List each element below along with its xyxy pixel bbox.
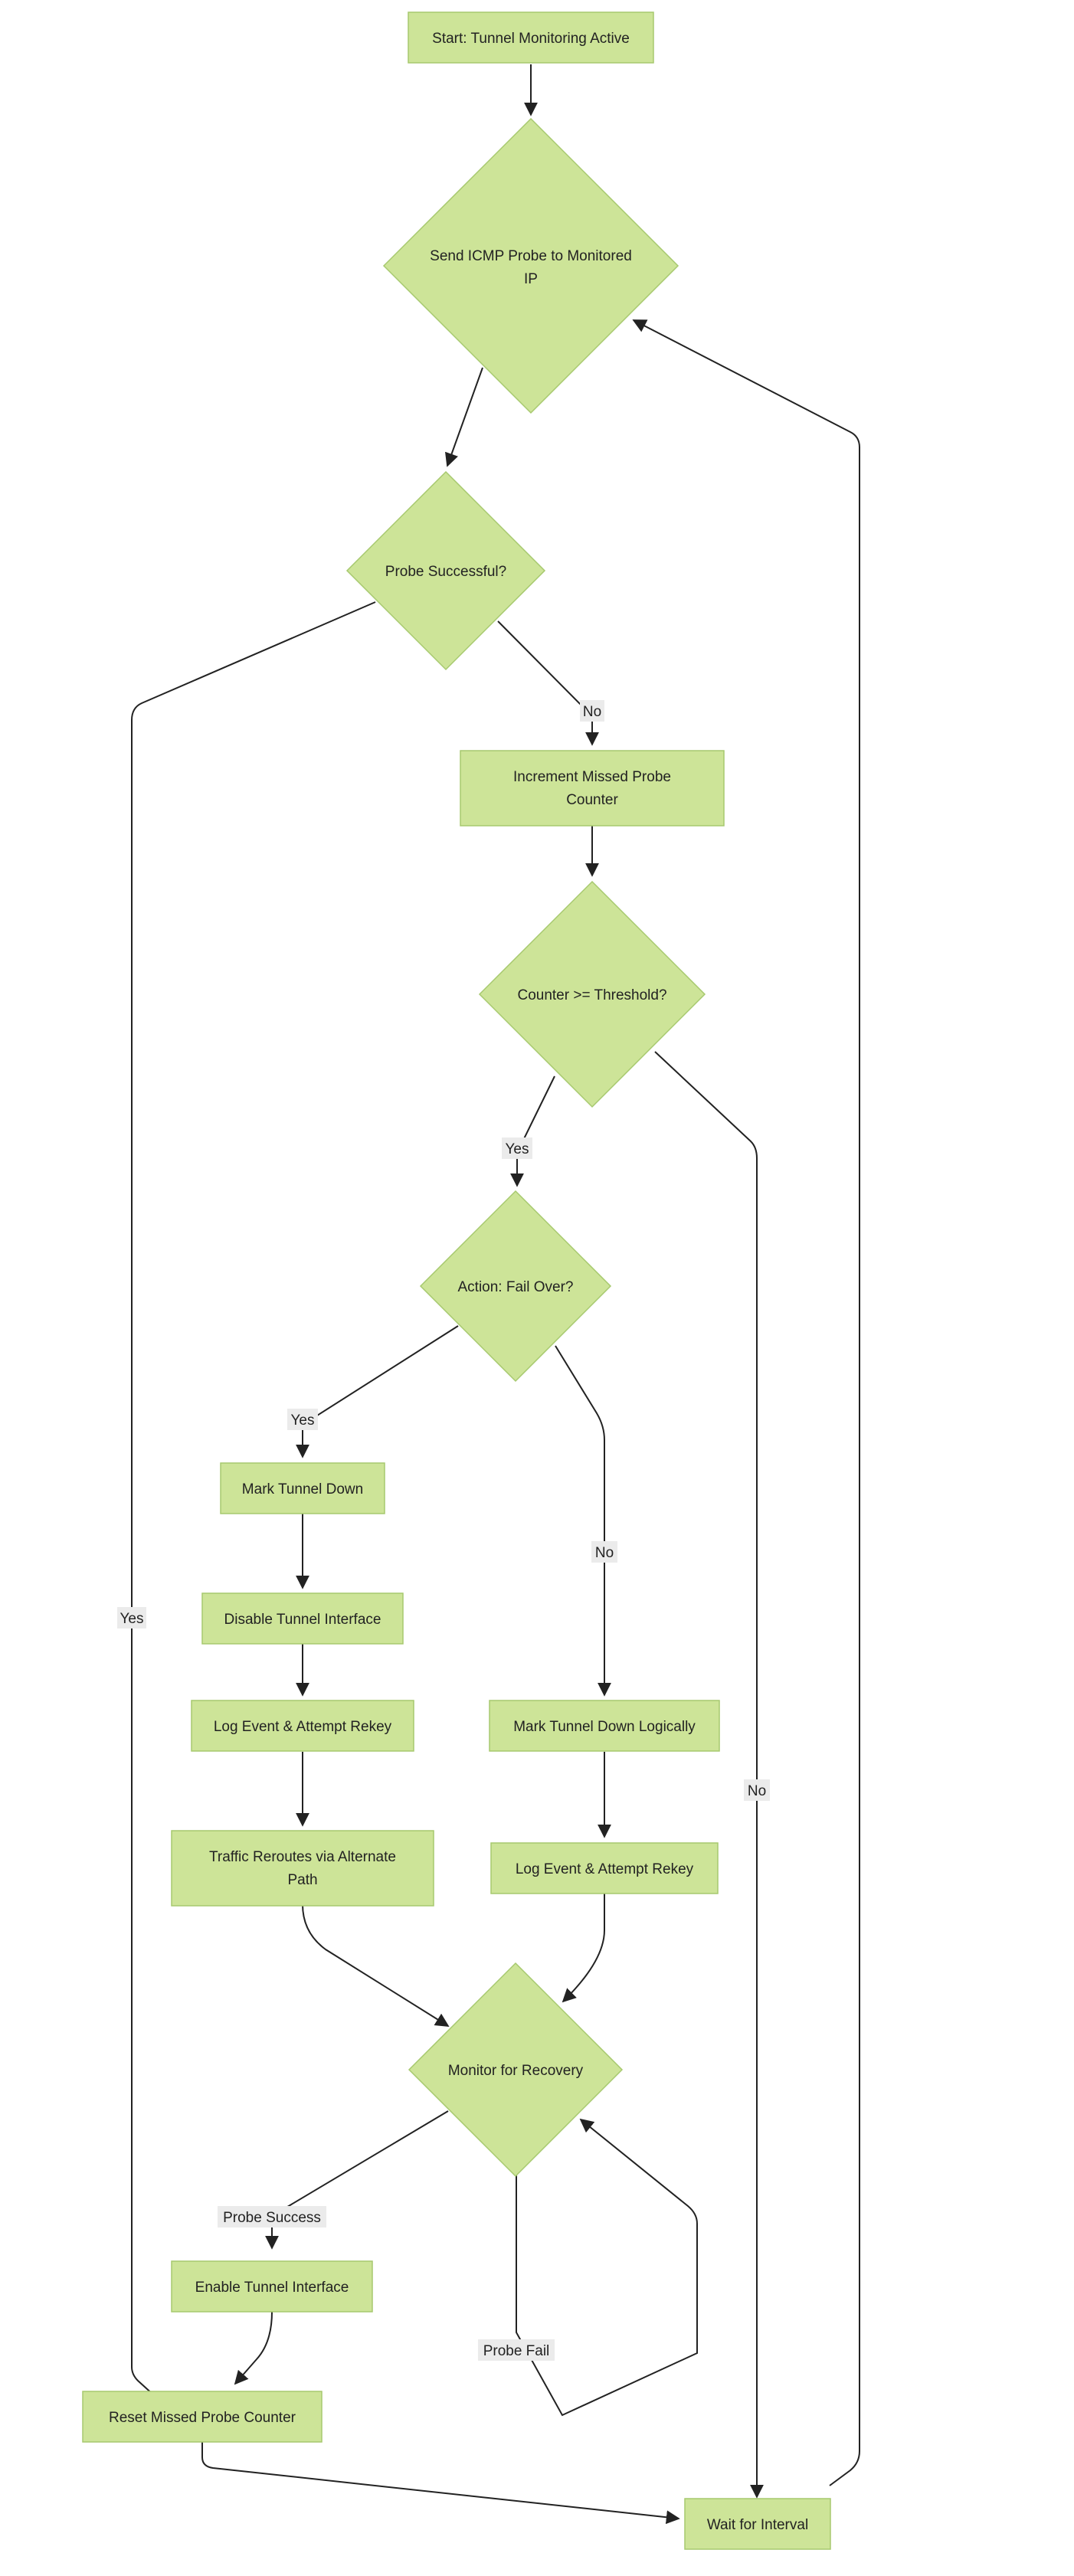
node-probe-successful[interactable]: Probe Successful?: [345, 470, 546, 671]
node-reset-counter-label: Reset Missed Probe Counter: [109, 2410, 296, 2426]
node-mark-down-logically-label: Mark Tunnel Down Logically: [513, 1719, 696, 1735]
node-log-rekey-right[interactable]: Log Event & Attempt Rekey: [490, 1842, 719, 1894]
node-send-probe[interactable]: Send ICMP Probe to Monitored IP: [382, 117, 679, 414]
label-probe-fail-text: Probe Fail: [483, 2343, 550, 2359]
label-probe-success: Probe Success: [218, 2206, 326, 2227]
edge-probe-success: [265, 2110, 449, 2250]
edge-probe-yes: [131, 601, 376, 2413]
edge-threshold-yes: [510, 1075, 555, 1187]
node-reset-counter[interactable]: Reset Missed Probe Counter: [82, 2391, 323, 2443]
label-threshold-yes: Yes: [502, 1137, 532, 1159]
edge-enable-to-reset: [234, 2311, 273, 2385]
edge-labels: No Yes Yes No Yes No Probe Success Prob: [117, 700, 770, 2361]
node-start[interactable]: Start: Tunnel Monitoring Active: [408, 11, 654, 64]
node-disable-interface-label: Disable Tunnel Interface: [224, 1612, 381, 1628]
node-mark-down-label: Mark Tunnel Down: [242, 1481, 363, 1497]
edge-log-right-to-monitor: [562, 1894, 605, 2003]
node-disable-interface[interactable]: Disable Tunnel Interface: [201, 1592, 404, 1645]
node-action-failover[interactable]: Action: Fail Over?: [419, 1190, 612, 1383]
node-log-rekey-left[interactable]: Log Event & Attempt Rekey: [191, 1700, 414, 1752]
node-log-rekey-left-label: Log Event & Attempt Rekey: [214, 1719, 392, 1735]
node-action-failover-label: Action: Fail Over?: [458, 1279, 574, 1295]
node-monitor-recovery[interactable]: Monitor for Recovery: [408, 1962, 624, 2178]
label-failover-yes: Yes: [287, 1409, 318, 1430]
edge-failover-yes: [296, 1325, 459, 1458]
label-probe-yes: Yes: [117, 1607, 146, 1628]
edges: [131, 64, 860, 2525]
edge-traffic-to-monitor: [302, 1903, 450, 2027]
node-start-label: Start: Tunnel Monitoring Active: [432, 31, 630, 47]
label-threshold-no: No: [744, 1779, 770, 1801]
label-probe-fail: Probe Fail: [478, 2339, 555, 2361]
node-increment-label-line1: Increment Missed Probe: [513, 769, 671, 785]
nodes: Start: Tunnel Monitoring Active Send ICM…: [82, 11, 831, 2550]
node-wait-interval[interactable]: Wait for Interval: [684, 2498, 831, 2550]
node-send-probe-label-line2: IP: [524, 271, 538, 287]
node-enable-interface-label: Enable Tunnel Interface: [195, 2280, 349, 2296]
label-threshold-yes-text: Yes: [506, 1141, 529, 1157]
label-failover-yes-text: Yes: [291, 1412, 315, 1429]
node-increment-counter[interactable]: Increment Missed Probe Counter: [460, 750, 725, 826]
edge-send-probe-to-probe-successful: [445, 367, 483, 467]
node-send-probe-label-line1: Send ICMP Probe to Monitored: [430, 248, 632, 264]
edge-wait-to-send-probe: [632, 319, 860, 2486]
edge-reset-to-wait: [201, 2442, 680, 2525]
node-traffic-reroutes[interactable]: Traffic Reroutes via Alternate Path: [171, 1830, 434, 1907]
label-probe-success-text: Probe Success: [223, 2210, 321, 2226]
label-probe-no: No: [580, 700, 604, 722]
node-increment-label-line2: Counter: [566, 792, 618, 808]
node-counter-threshold-label: Counter >= Threshold?: [517, 987, 666, 1003]
label-threshold-no-text: No: [748, 1783, 766, 1799]
edge-threshold-no: [654, 1051, 764, 2499]
edge-probe-fail: [516, 2118, 698, 2417]
edge-probe-no: [497, 620, 599, 746]
label-probe-no-text: No: [583, 704, 601, 720]
label-probe-yes-text: Yes: [120, 1611, 144, 1627]
node-counter-threshold[interactable]: Counter >= Threshold?: [478, 880, 706, 1108]
node-enable-interface[interactable]: Enable Tunnel Interface: [171, 2260, 373, 2313]
node-mark-down[interactable]: Mark Tunnel Down: [220, 1462, 385, 1514]
node-traffic-reroutes-label-line2: Path: [287, 1872, 317, 1888]
edge-failover-no: [555, 1345, 611, 1697]
node-mark-down-logically[interactable]: Mark Tunnel Down Logically: [489, 1700, 720, 1752]
node-log-rekey-right-label: Log Event & Attempt Rekey: [516, 1861, 694, 1877]
node-traffic-reroutes-label-line1: Traffic Reroutes via Alternate: [209, 1849, 396, 1865]
label-failover-no: No: [591, 1541, 617, 1563]
node-probe-successful-label: Probe Successful?: [385, 564, 506, 580]
node-wait-interval-label: Wait for Interval: [707, 2517, 808, 2533]
node-monitor-recovery-label: Monitor for Recovery: [448, 2063, 584, 2079]
label-failover-no-text: No: [595, 1545, 614, 1561]
